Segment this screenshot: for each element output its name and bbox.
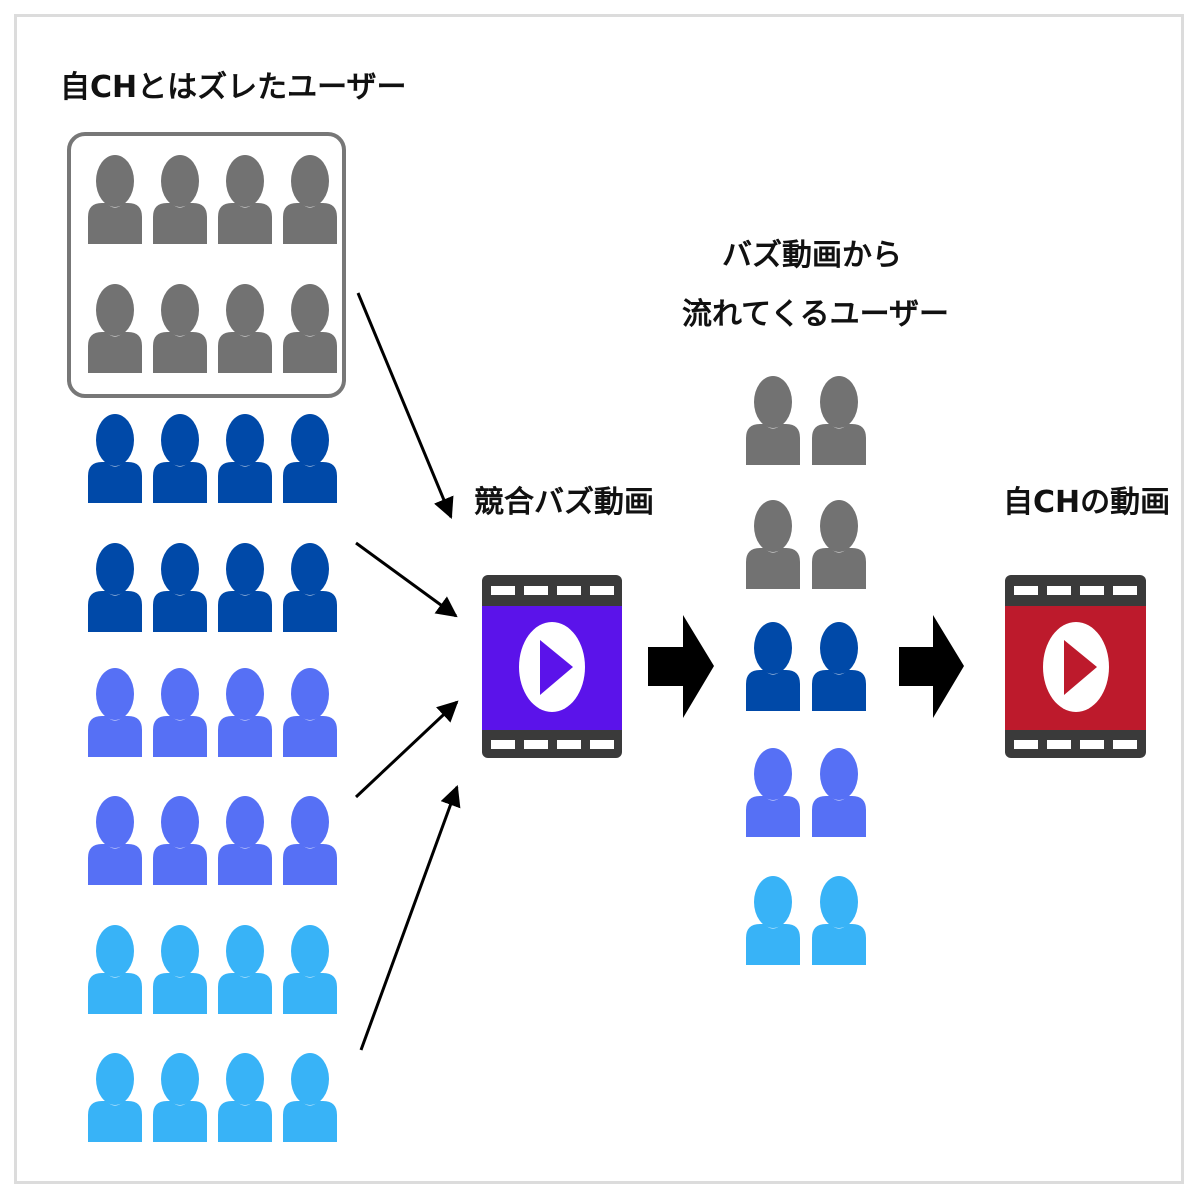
person-icon: [746, 500, 800, 589]
incoming-users-label-line2: 流れてくるユーザー: [682, 297, 949, 332]
person-icon: [153, 668, 207, 757]
competitor-video-icon: [482, 575, 622, 758]
person-icon: [218, 925, 272, 1014]
arrow-icon: [355, 541, 458, 618]
audience-grid: [88, 155, 337, 1142]
person-icon: [283, 796, 337, 885]
person-icon: [283, 925, 337, 1014]
person-icon: [812, 376, 866, 465]
person-icon: [812, 876, 866, 965]
person-icon: [812, 500, 866, 589]
person-icon: [746, 876, 800, 965]
person-icon: [218, 284, 272, 373]
person-icon: [283, 414, 337, 503]
person-icon: [153, 1053, 207, 1142]
play-icon: [1064, 640, 1097, 695]
person-icon: [218, 155, 272, 244]
person-icon: [88, 1053, 142, 1142]
arrow-icon: [354, 700, 459, 799]
person-icon: [283, 284, 337, 373]
person-icon: [153, 543, 207, 632]
own-video-label: 自CHの動画: [1003, 485, 1171, 520]
person-icon: [746, 748, 800, 837]
person-icon: [812, 622, 866, 711]
person-icon: [218, 668, 272, 757]
inflow-arrows: [354, 292, 461, 1051]
person-icon: [153, 284, 207, 373]
big-arrow-right-icon: [648, 615, 714, 718]
person-icon: [88, 543, 142, 632]
person-icon: [153, 796, 207, 885]
person-icon: [153, 925, 207, 1014]
person-icon: [812, 748, 866, 837]
person-icon: [88, 155, 142, 244]
competitor-video-label: 競合バズ動画: [474, 485, 654, 520]
person-icon: [283, 668, 337, 757]
offtarget-group-box: [67, 132, 346, 398]
person-icon: [88, 925, 142, 1014]
big-arrow-right-icon: [899, 615, 964, 718]
person-icon: [746, 622, 800, 711]
person-icon: [283, 155, 337, 244]
person-icon: [283, 543, 337, 632]
person-icon: [746, 376, 800, 465]
diagram-frame: [14, 14, 1184, 1184]
own-video-icon: [1005, 575, 1146, 758]
arrow-icon: [356, 292, 454, 519]
person-icon: [218, 543, 272, 632]
person-icon: [88, 414, 142, 503]
person-icon: [153, 155, 207, 244]
person-icon: [218, 1053, 272, 1142]
person-icon: [283, 1053, 337, 1142]
incoming-users-group: [746, 376, 866, 965]
person-icon: [218, 414, 272, 503]
incoming-users-label-line1: バズ動画から: [722, 238, 902, 273]
person-icon: [218, 796, 272, 885]
person-icon: [88, 796, 142, 885]
offtarget-users-label: 自CHとはズレたユーザー: [60, 70, 407, 105]
person-icon: [88, 668, 142, 757]
person-icon: [88, 284, 142, 373]
play-icon: [540, 640, 573, 695]
person-icon: [153, 414, 207, 503]
arrow-icon: [359, 785, 461, 1051]
